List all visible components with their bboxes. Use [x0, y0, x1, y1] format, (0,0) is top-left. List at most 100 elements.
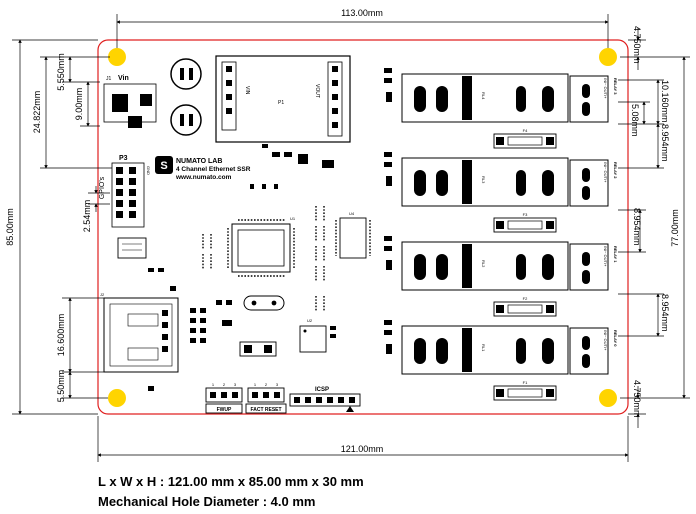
mcu-u1 [227, 219, 295, 277]
mounting-hole-bottom-left [108, 389, 126, 407]
ssr-label: RL2 [481, 260, 486, 268]
ssr-pad [516, 86, 526, 112]
ic-u2 [299, 325, 336, 353]
led-pad [386, 344, 392, 354]
terminal-pad [582, 102, 590, 116]
fact-pin2: 2 [265, 382, 268, 387]
led-pad [386, 260, 392, 270]
brand-line1: NUMATO LAB [176, 158, 222, 165]
fuse-clip [546, 221, 554, 229]
dcdc-pins [226, 66, 338, 128]
vin-label: Vin [118, 75, 129, 82]
dim-right-8954c-label: 8.954mm [660, 294, 670, 332]
jumper-fwup [205, 387, 243, 414]
p3-label: P3 [119, 155, 128, 162]
mounting-hole-top-right [599, 48, 617, 66]
dim-right-8954-c [618, 293, 664, 337]
spec-hole-diameter: Mechanical Hole Diameter : 4.0 mm [98, 494, 316, 509]
dim-left-550-label: 5.50mm [56, 370, 66, 403]
svg-text:S: S [160, 160, 167, 172]
dim-right-10160-label: 10.160mm [660, 80, 670, 123]
crystal [243, 295, 285, 311]
relay-name-label: RELAY 1 [613, 246, 618, 263]
ssr-body [401, 157, 569, 207]
ic-u3 [117, 237, 147, 259]
terminal-pad [582, 168, 590, 182]
fuse-clip [496, 389, 504, 397]
u4-label: U4 [349, 211, 355, 216]
ssr-pad [414, 170, 426, 196]
dim-gpio-label: 2.54mm [82, 200, 92, 233]
power-jack-j1 [103, 83, 157, 128]
fwup-label: FWUP [217, 407, 232, 413]
dim-left-9 [80, 81, 100, 127]
dim-right-4750-bottom [628, 386, 646, 428]
numato-logo: S [155, 156, 173, 174]
dim-right-4750-top-label: 4.750mm [632, 26, 642, 64]
capacitor-pad [384, 162, 392, 167]
gpio-label: GPIO's [99, 176, 106, 199]
led-pad [386, 176, 392, 186]
fuse-clip [496, 305, 504, 313]
icsp-label: ICSP [315, 387, 329, 393]
resistor-pad [384, 68, 392, 73]
fuse-label: F2 [523, 296, 528, 301]
ssr-pad [436, 170, 448, 196]
capacitor-pad [384, 330, 392, 335]
capacitor-pad [384, 78, 392, 83]
inductor-l1 [239, 341, 277, 357]
ssr-pad [516, 338, 526, 364]
dim-left-9-label: 9.00mm [74, 88, 84, 121]
dcdc-module-p1 [215, 55, 351, 143]
capacitor-c6 [170, 58, 202, 90]
j1-label: J1 [106, 76, 112, 82]
ssr-pad [542, 338, 554, 364]
ssr-body [401, 325, 569, 375]
terminal-io-label: IN/~ OUT/+ [603, 162, 608, 183]
ssr-label: RL3 [481, 176, 486, 184]
fuse-clip [546, 305, 554, 313]
ssr-bar [462, 328, 472, 372]
resistor-pad [384, 152, 392, 157]
fuse-body [507, 304, 543, 314]
ssr-body [401, 241, 569, 291]
dim-top-label: 113.00mm [341, 8, 383, 18]
brand-line3: www.numato.com [175, 174, 232, 181]
dim-bottom-121 [97, 416, 629, 462]
dim-left-550 [62, 371, 108, 399]
dim-left-85 [12, 39, 98, 415]
vin-conn-text: VIN [244, 86, 250, 95]
fwup-pin2: 2 [223, 382, 226, 387]
ssr-label: RL4 [481, 92, 486, 100]
ssr-pad [436, 338, 448, 364]
fuse-clip [496, 221, 504, 229]
dim-right-77-label: 77.00mm [670, 209, 680, 247]
resistor-pad [384, 320, 392, 325]
dim-left-16600-label: 16.600mm [56, 314, 66, 357]
ssr-bar [462, 160, 472, 204]
fuse-label: F1 [523, 380, 528, 385]
resistor-arrays-left [202, 234, 212, 270]
terminal-io-label: IN/~ OUT/+ [603, 246, 608, 267]
u2-label: U2 [307, 318, 313, 323]
ssr-pad [516, 170, 526, 196]
u1-label: U1 [290, 216, 296, 221]
dim-right-508 [618, 101, 650, 125]
fuse-label: F3 [523, 212, 528, 217]
terminal-io-label: IN/~ OUT/+ [603, 330, 608, 351]
ssr-pad [542, 170, 554, 196]
j2-label: J2 [100, 292, 105, 297]
relay-name-label: RELAY 2 [613, 162, 618, 179]
p3-gnd: GND [146, 166, 151, 175]
fact-pin3: 3 [276, 382, 279, 387]
dim-left-5550-label: 5.550mm [56, 53, 66, 91]
fuse-body [507, 136, 543, 146]
ssr-pad [436, 254, 448, 280]
mounting-hole-top-left [108, 48, 126, 66]
resistor-pad [384, 236, 392, 241]
small-parts-top [250, 152, 334, 189]
